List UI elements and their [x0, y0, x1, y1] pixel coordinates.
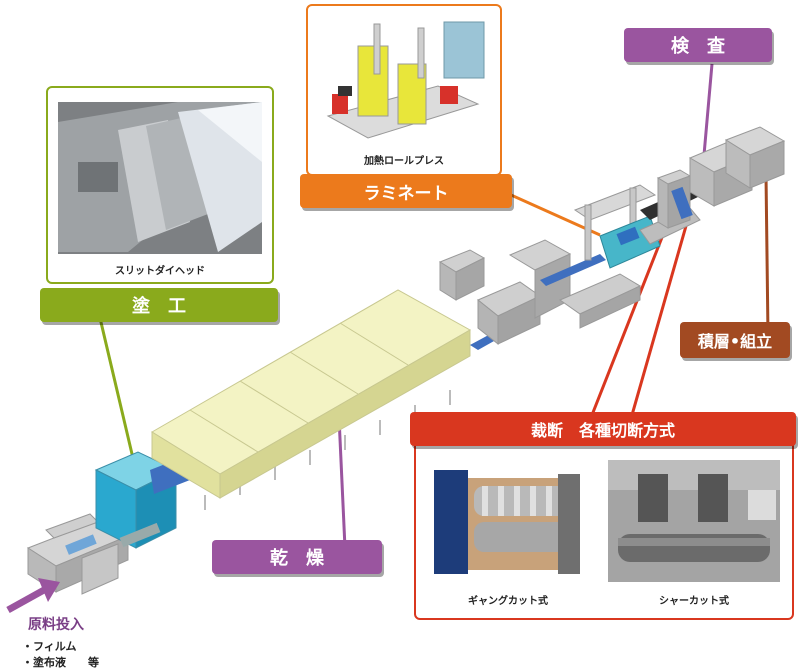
stacking-label: 積層•組立: [680, 322, 790, 358]
materials-item: ・塗布液 等: [22, 656, 99, 669]
heated-roll-press-caption: 加熱ロールプレス: [364, 156, 444, 167]
heated-roll-press-photo: [318, 16, 490, 144]
slit-die-head-photo: [58, 102, 262, 254]
slit-die-head-frame: スリットダイヘッド: [46, 86, 274, 284]
inspection-label: 検 査: [624, 28, 772, 62]
leader-laminate: [499, 188, 601, 237]
laminate-label: ラミネート: [300, 174, 512, 208]
shear-cut-caption: シャーカット式: [659, 596, 729, 607]
drying-label: 乾 燥: [212, 540, 382, 574]
leader-stacking: [764, 174, 770, 336]
gang-cut-caption: ギャングカット式: [468, 596, 548, 607]
cutting-methods-frame: ギャングカット式 シャーカット式: [414, 430, 794, 620]
materials-title: 原料投入: [28, 617, 84, 633]
leader-cutting-2: [630, 211, 692, 416]
shear-cut-photo: [608, 460, 780, 582]
leader-inspection: [702, 63, 714, 156]
cutting-label: 裁断 各種切断方式: [410, 412, 796, 446]
arrow-up-right-icon: [6, 578, 60, 614]
web-transport: [438, 239, 642, 350]
coating-label: 塗 工: [40, 288, 278, 322]
cutting-machine: [656, 169, 693, 229]
stacking-machine: [724, 126, 786, 189]
heated-roll-press-frame: 加熱ロールプレス: [306, 4, 502, 176]
slit-die-head-caption: スリットダイヘッド: [115, 266, 205, 277]
materials-item: ・フィルム: [22, 640, 77, 653]
drying-oven: [151, 289, 472, 510]
gang-cut-photo: [428, 460, 588, 582]
